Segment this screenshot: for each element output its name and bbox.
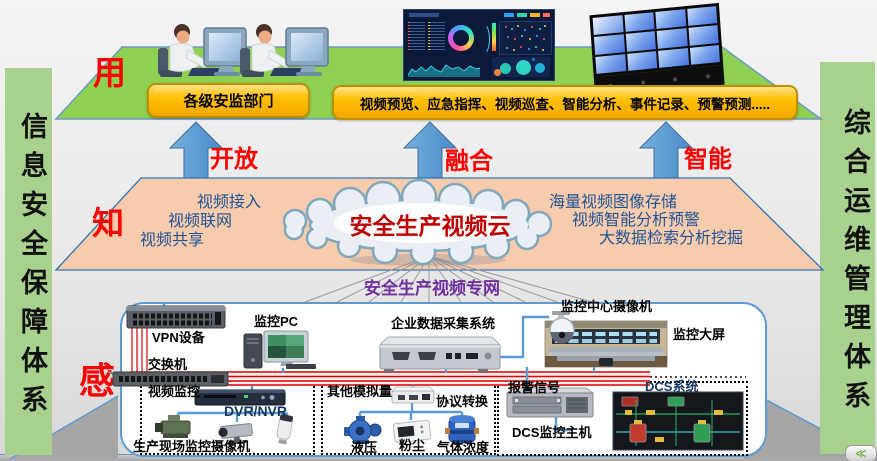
gas-label: 气体浓度 [437,440,490,455]
vpn-label: VPN设备 [152,330,205,345]
dust-label: 粉尘 [399,438,426,453]
converter-label: 协议转换 [436,394,489,409]
cloud-shape [282,178,553,266]
arrow-label-fusion: 融合 [445,148,493,175]
cloud-right-item: 大数据检索分析挖掘 [599,230,744,247]
area-chart [408,60,480,77]
dvr-label: DVR/NVR [224,403,288,419]
bubble-panel [492,57,550,77]
pc-label: 监控PC [254,314,299,329]
dashboard-screen [403,9,555,81]
arrow-label-intelligent: 智能 [684,146,732,173]
cloud-right-item: 视频智能分析预警 [572,212,701,229]
daq-label: 企业数据采集系统 [391,316,496,331]
cloud-left-item: 视频共享 [140,232,205,249]
cloud-right-item: 海量视频图像存储 [549,194,678,211]
center-camera-label: 监控中心摄像机 [561,299,653,314]
switch-label: 交换机 [148,357,188,372]
private-network-label: 安全生产视频专网 [364,279,500,298]
network-fan-lines [304,255,593,303]
hydraulic-label: 液压 [351,440,378,455]
cloud-left-item: 视频接入 [197,194,262,211]
dcs-host-label: DCS监控主机 [512,425,592,440]
alarm-label: 报警信号 [508,380,561,395]
right-banner: 综合运维管理体系 [820,62,875,454]
site-cameras-label: 生产现场监控摄像机 [133,439,251,454]
analog-group-label: 其他模拟量 [327,384,393,399]
video-group-label: 视频监控 [148,384,201,399]
level-sense: 感 [79,360,116,401]
level-know: 知 [92,205,125,241]
donut-gauge [448,25,474,51]
cloud-title: 安全生产视频云 [349,213,511,239]
scatter-panel [499,21,552,55]
level-use: 用 [93,54,126,91]
video-wall [589,2,725,98]
collapse-button[interactable]: ≪ [845,445,877,461]
left-banner: 信息安全保障体系 [5,68,52,455]
dcs-system-label: DCS系统 [645,379,699,394]
arrow-label-open: 开放 [210,146,258,173]
dept-box: 各级安监部门 [147,83,310,118]
cloud-left-item: 视频联网 [168,213,233,230]
workstation-icon [158,24,247,77]
workstation-icon [240,24,329,77]
functions-box: 视频预览、应急指挥、视频巡查、智能分析、事件记录、预警预测..... [332,85,798,120]
big-screen-label: 监控大屏 [673,327,726,342]
